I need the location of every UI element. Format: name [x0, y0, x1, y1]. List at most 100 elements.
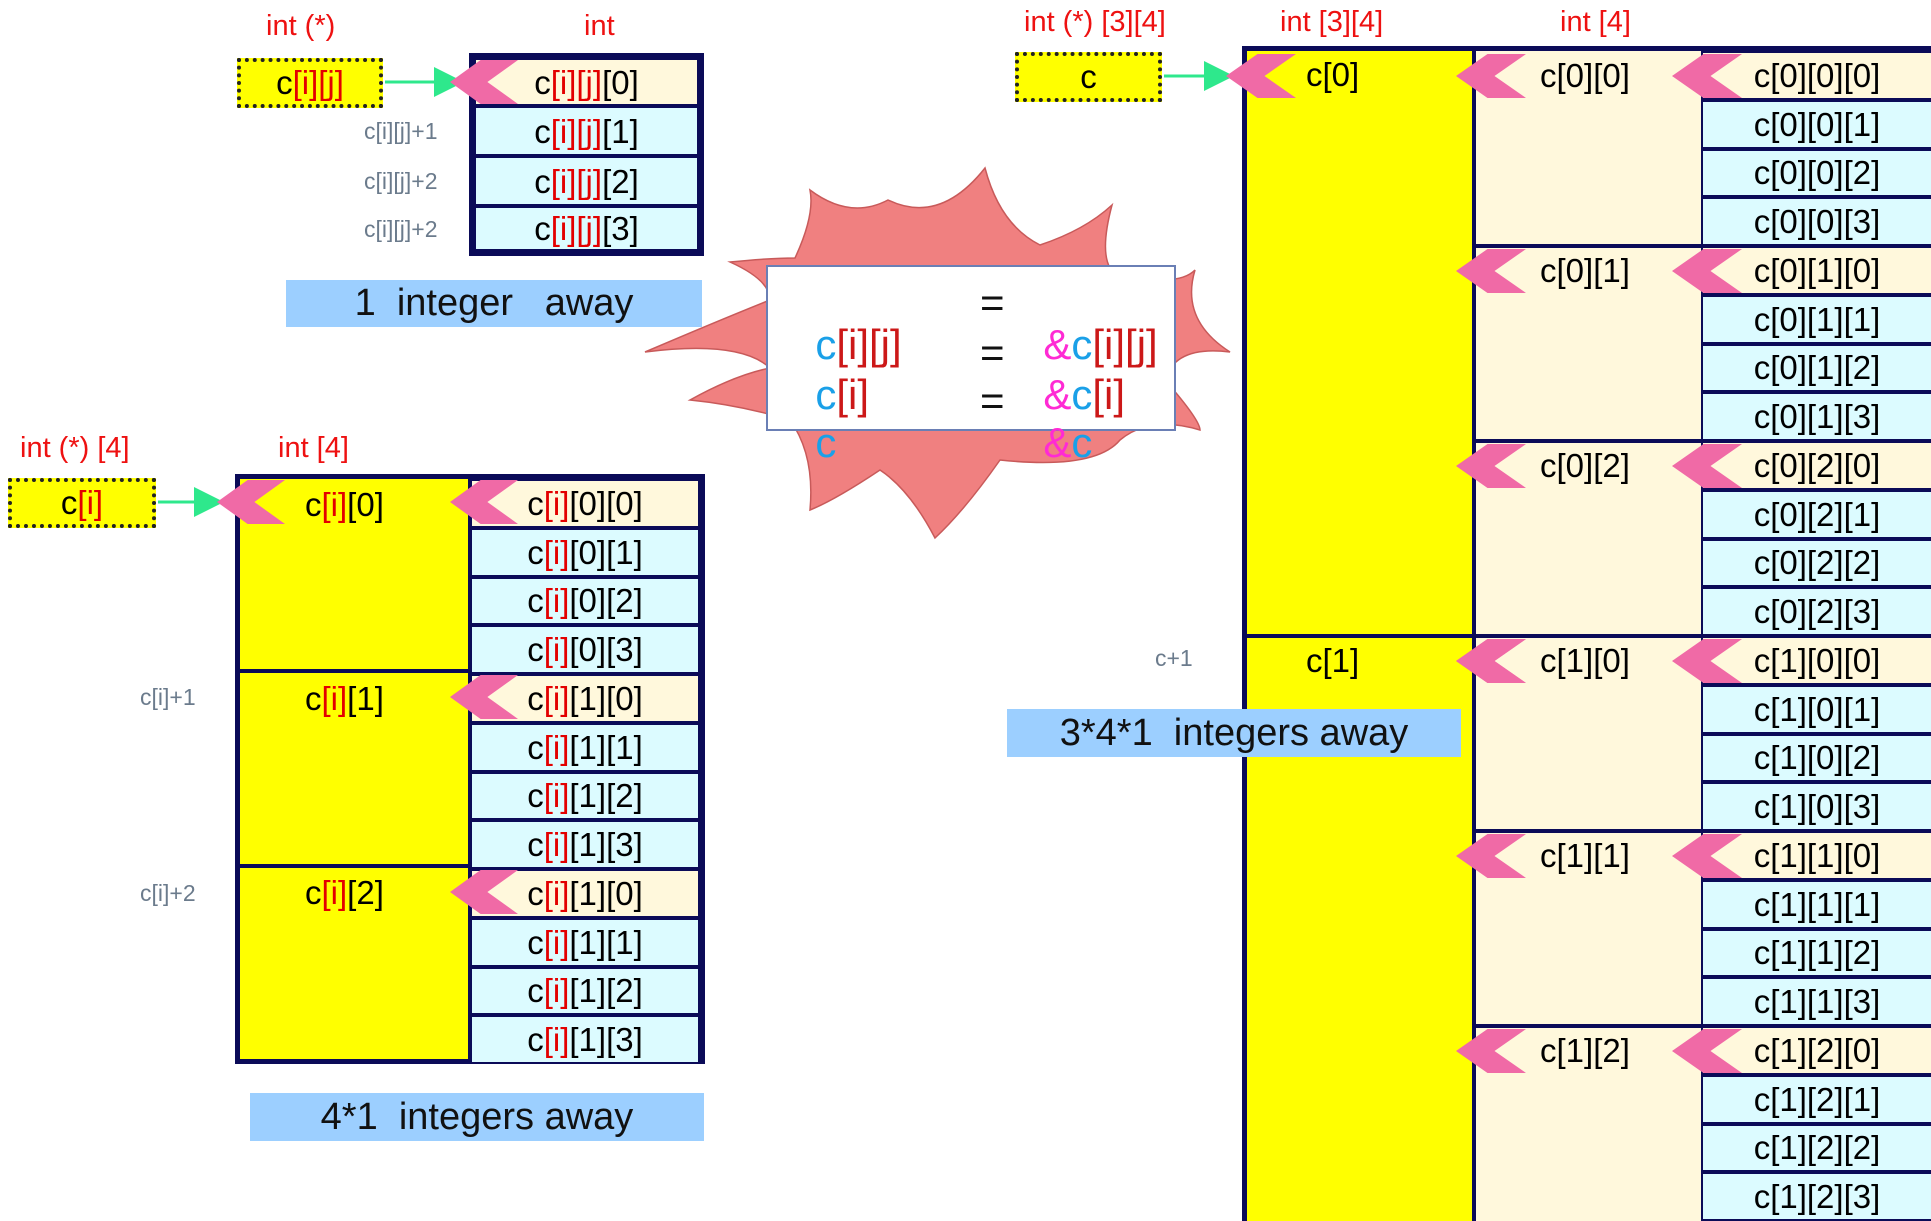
int-element: c[i][1][1] — [470, 917, 700, 967]
int-element: c[1][2][0] — [1701, 1026, 1931, 1075]
int-element: c[0][1][0] — [1701, 246, 1931, 295]
row-label-ci1: c[i][1] — [305, 680, 384, 717]
pointer-index: [i] — [77, 484, 104, 521]
int-element: c[0][0][1] — [1701, 99, 1931, 149]
distance-banner: 3*4*1 integers away — [1007, 709, 1461, 757]
int-element: c[1][2][3] — [1701, 1172, 1931, 1221]
chevron-marker — [1226, 54, 1296, 98]
type-label-ptr-int4: int (*) [4] — [20, 432, 130, 464]
int-element: c[0][0][3] — [1701, 197, 1931, 247]
int-element: c[1][0][0] — [1701, 636, 1931, 685]
chevron-marker — [1456, 834, 1526, 878]
chevron-marker — [217, 480, 285, 524]
type-label-int4-right: int [4] — [1560, 6, 1631, 38]
type-label-int4: int [4] — [278, 432, 349, 464]
row-block-column — [240, 479, 470, 1059]
int-element: c[i][1][2] — [470, 771, 700, 821]
eq-rhs-1: &c[i][j] — [1043, 321, 1158, 368]
divider — [1475, 244, 1703, 248]
int-element: c[0][0][0] — [1701, 51, 1931, 100]
row-label: c[0][1] — [1540, 252, 1630, 289]
eq-rhs-3: &c — [1043, 419, 1093, 466]
chevron-marker — [1672, 54, 1742, 98]
chevron-marker — [1456, 1029, 1526, 1073]
pointer-name: c — [60, 484, 78, 521]
divider — [1475, 829, 1703, 833]
row-label: c[1][0] — [1540, 642, 1630, 679]
pointer-name: c — [276, 64, 293, 101]
chevron-marker — [450, 675, 518, 719]
int-element: c[1][1][0] — [1701, 831, 1931, 880]
eq-sign-3: = — [980, 377, 1005, 424]
divider — [1475, 634, 1703, 638]
chevron-marker — [1672, 639, 1742, 683]
offset-label: c[i][j]+1 — [364, 118, 438, 144]
offset-label: c[i][j]+2 — [364, 168, 438, 194]
int-element: c[1][1][3] — [1701, 977, 1931, 1027]
equivalence-box — [766, 265, 1176, 431]
chevron-marker — [1672, 834, 1742, 878]
offset-label: c[i]+2 — [140, 880, 196, 906]
divider — [240, 864, 470, 868]
int-element: c[1][0][3] — [1701, 782, 1931, 832]
type-label-int34: int [3][4] — [1280, 6, 1384, 38]
type-label-int: int — [584, 10, 615, 42]
divider — [240, 669, 470, 673]
eq-line-3: c — [815, 419, 837, 466]
int-element: c[i][0][3] — [470, 625, 700, 675]
chevron-marker — [1456, 249, 1526, 293]
type-label-int-ptr: int (*) — [266, 10, 336, 42]
block-label-c0: c[0] — [1306, 56, 1360, 93]
pointer-cij: c[i][j] — [237, 58, 383, 108]
eq-sign-2: = — [980, 329, 1005, 376]
eq-line-2: c[i] — [815, 371, 870, 418]
row-label: c[1][1] — [1540, 837, 1630, 874]
distance-banner: 1 integer away — [286, 280, 702, 327]
int-element: c[0][1][3] — [1701, 392, 1931, 442]
row-label: c[1][2] — [1540, 1032, 1630, 1069]
chevron-marker — [1456, 444, 1526, 488]
eq-rhs-2: &c[i] — [1043, 371, 1126, 418]
int-element: c[0][2][3] — [1701, 587, 1931, 637]
int-element: c[0][2][1] — [1701, 489, 1931, 539]
divider — [1475, 1024, 1703, 1028]
row-label-ci0: c[i][0] — [305, 486, 384, 523]
pointer-c: c — [1015, 52, 1162, 102]
int-element: c[0][0][2] — [1701, 148, 1931, 198]
eq-line-1: c[i][j] — [815, 321, 902, 368]
int-element: c[i][1][2] — [470, 966, 700, 1016]
int-element: c[i][0][2] — [470, 576, 700, 626]
type-label-ptr-int34: int (*) [3][4] — [1024, 6, 1166, 38]
chevron-marker — [1456, 54, 1526, 98]
int-element: c[i][1][3] — [470, 1015, 700, 1065]
int-element: c[1][1][1] — [1701, 879, 1931, 929]
int-element: c[i][1][0] — [470, 869, 700, 918]
row-label: c[0][2] — [1540, 447, 1630, 484]
int-element: c[1][1][2] — [1701, 928, 1931, 978]
offset-label: c[i]+1 — [140, 684, 196, 710]
row-label-ci2: c[i][2] — [305, 874, 384, 911]
int34-array-frame — [1242, 46, 1931, 1221]
int-element: c[i][0][1] — [470, 527, 700, 577]
int-element: c[i][1][3] — [470, 820, 700, 870]
int-element: c[1][2][1] — [1701, 1074, 1931, 1124]
chevron-marker — [450, 60, 518, 104]
chevron-marker — [1672, 1029, 1742, 1073]
int-element: c[0][2][2] — [1701, 538, 1931, 588]
chevron-marker — [450, 870, 518, 914]
pointer-index: [i][j] — [292, 64, 344, 101]
pointer-name: c — [1080, 58, 1097, 95]
int-element: c[1][2][2] — [1701, 1123, 1931, 1173]
offset-label: c+1 — [1155, 645, 1193, 671]
chevron-marker — [450, 480, 518, 524]
elem-cij2: c[i][j][2] — [474, 156, 699, 206]
divider — [1247, 634, 1475, 638]
elem-cij1: c[i][j][1] — [474, 106, 699, 156]
pointer-ci: c[i] — [8, 478, 156, 528]
chevron-marker — [1672, 444, 1742, 488]
chevron-marker — [1456, 639, 1526, 683]
distance-banner: 4*1 integers away — [250, 1093, 704, 1141]
eq-sign-1: = — [980, 279, 1005, 326]
int-element: c[1][0][1] — [1701, 684, 1931, 734]
